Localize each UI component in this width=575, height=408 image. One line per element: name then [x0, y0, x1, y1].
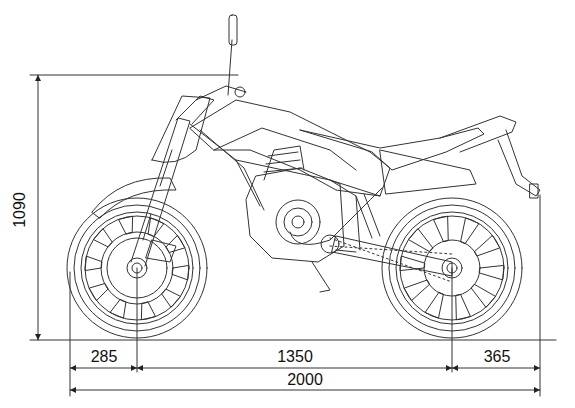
spoke	[141, 302, 155, 320]
spoke	[456, 295, 471, 320]
shroud-panel	[214, 128, 356, 170]
dimension-line	[452, 368, 540, 369]
dimension-line	[137, 368, 452, 369]
front-wheel	[67, 198, 207, 338]
rear-fender	[498, 130, 540, 196]
spoke	[471, 284, 495, 307]
mirror	[228, 15, 245, 97]
spoke	[433, 216, 448, 241]
spoke	[461, 218, 479, 244]
height-reference-line	[30, 75, 238, 76]
spoke	[480, 265, 504, 279]
dimension-value: 285	[89, 349, 120, 365]
headlight-fairing	[152, 96, 210, 162]
chain	[330, 238, 452, 282]
frame-tubes	[190, 124, 380, 250]
exhaust-muffler	[380, 150, 476, 194]
extension-line	[540, 195, 541, 396]
kickstand	[312, 262, 330, 292]
tail-section	[440, 116, 516, 152]
spoke	[172, 265, 189, 279]
ground-line	[30, 340, 556, 341]
spoke	[148, 218, 164, 237]
spoke	[93, 229, 112, 247]
rear-shock	[356, 194, 380, 238]
front-fork	[131, 86, 246, 266]
spoke	[162, 289, 181, 307]
spoke	[89, 284, 108, 301]
spoke	[118, 216, 132, 234]
engine	[246, 146, 344, 262]
front-fender	[92, 178, 176, 218]
spoke	[85, 256, 102, 270]
frame-downtube	[200, 130, 264, 210]
seat	[300, 128, 484, 170]
spoke	[475, 235, 500, 255]
footpeg	[336, 250, 356, 252]
dimension-value: 365	[482, 349, 513, 365]
spoke	[404, 280, 429, 300]
dimension-line	[70, 390, 540, 391]
dimension-value: 2000	[285, 372, 325, 388]
swingarm	[332, 236, 452, 276]
spoke	[110, 300, 126, 319]
wheel-spokes	[85, 216, 504, 320]
dimension-line	[70, 368, 137, 369]
dimension-value: 1350	[275, 349, 315, 365]
spoke	[425, 293, 443, 319]
license-plate-light	[530, 184, 538, 198]
dimension-value: 1090	[12, 190, 28, 230]
height-dimension-line	[38, 75, 39, 340]
spoke	[408, 229, 432, 252]
